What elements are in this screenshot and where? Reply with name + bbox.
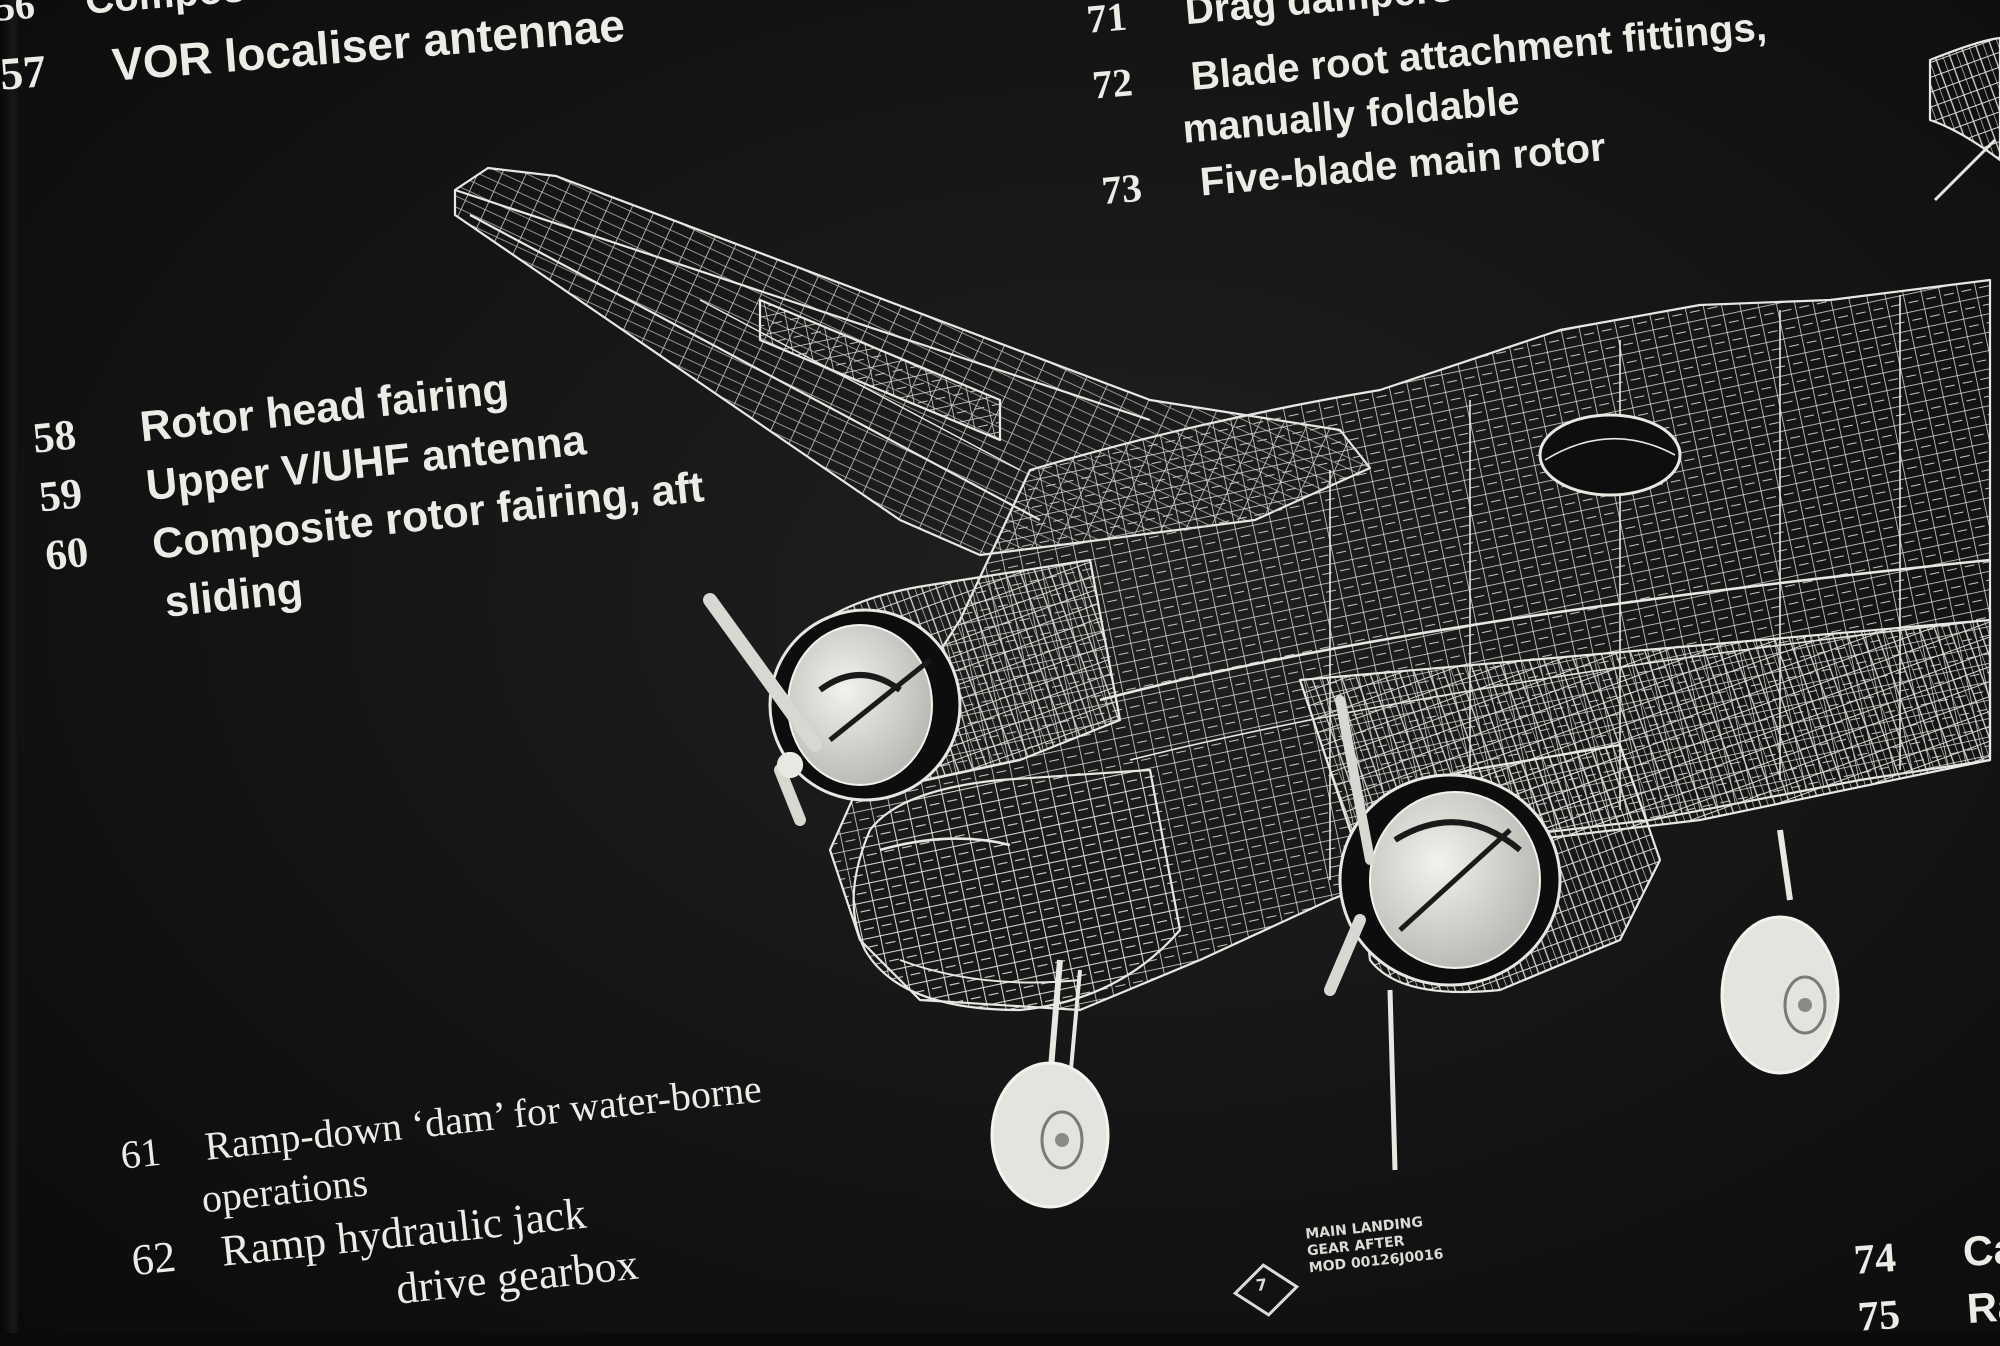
modification-callout: 7 MAIN LANDING GEAR AFTER MOD 00126J0016 (1225, 1204, 1534, 1333)
legend-number: 74 (1852, 1235, 1898, 1284)
legend-item-74: 74 Ca (1852, 1221, 2000, 1289)
diamond-marker-icon (1232, 1263, 1300, 1317)
legend-number: 71 (1084, 0, 1129, 42)
legend-number: 61 (118, 1128, 163, 1178)
legend-number: 58 (30, 411, 79, 463)
nose-section (852, 768, 1182, 1012)
legend-number: 57 (0, 45, 48, 100)
legend-number: 59 (36, 470, 85, 522)
legend-number: 75 (1856, 1291, 1902, 1341)
legend-number: 72 (1090, 59, 1135, 108)
legend-label: Compos (84, 0, 247, 23)
legend-item-75: 75 Ra (1856, 1277, 2000, 1345)
left-main-wheel (990, 1061, 1110, 1209)
legend-bottom-right: 74 Ca 75 Ra (1852, 1221, 2000, 1346)
legend-number: 73 (1099, 164, 1144, 214)
legend-number: 62 (129, 1231, 179, 1286)
legend-label: Ra (1965, 1281, 2000, 1333)
callout-number: 7 (1254, 1274, 1268, 1295)
right-main-wheel (1720, 915, 1840, 1075)
panel-left-edge (0, 0, 22, 1333)
legend-label: Drag dampers (1183, 0, 1455, 33)
legend-label: Ca (1961, 1224, 2000, 1276)
legend-number: 56 (0, 0, 37, 30)
legend-number (139, 1323, 215, 1331)
legend-number: 60 (42, 528, 91, 581)
